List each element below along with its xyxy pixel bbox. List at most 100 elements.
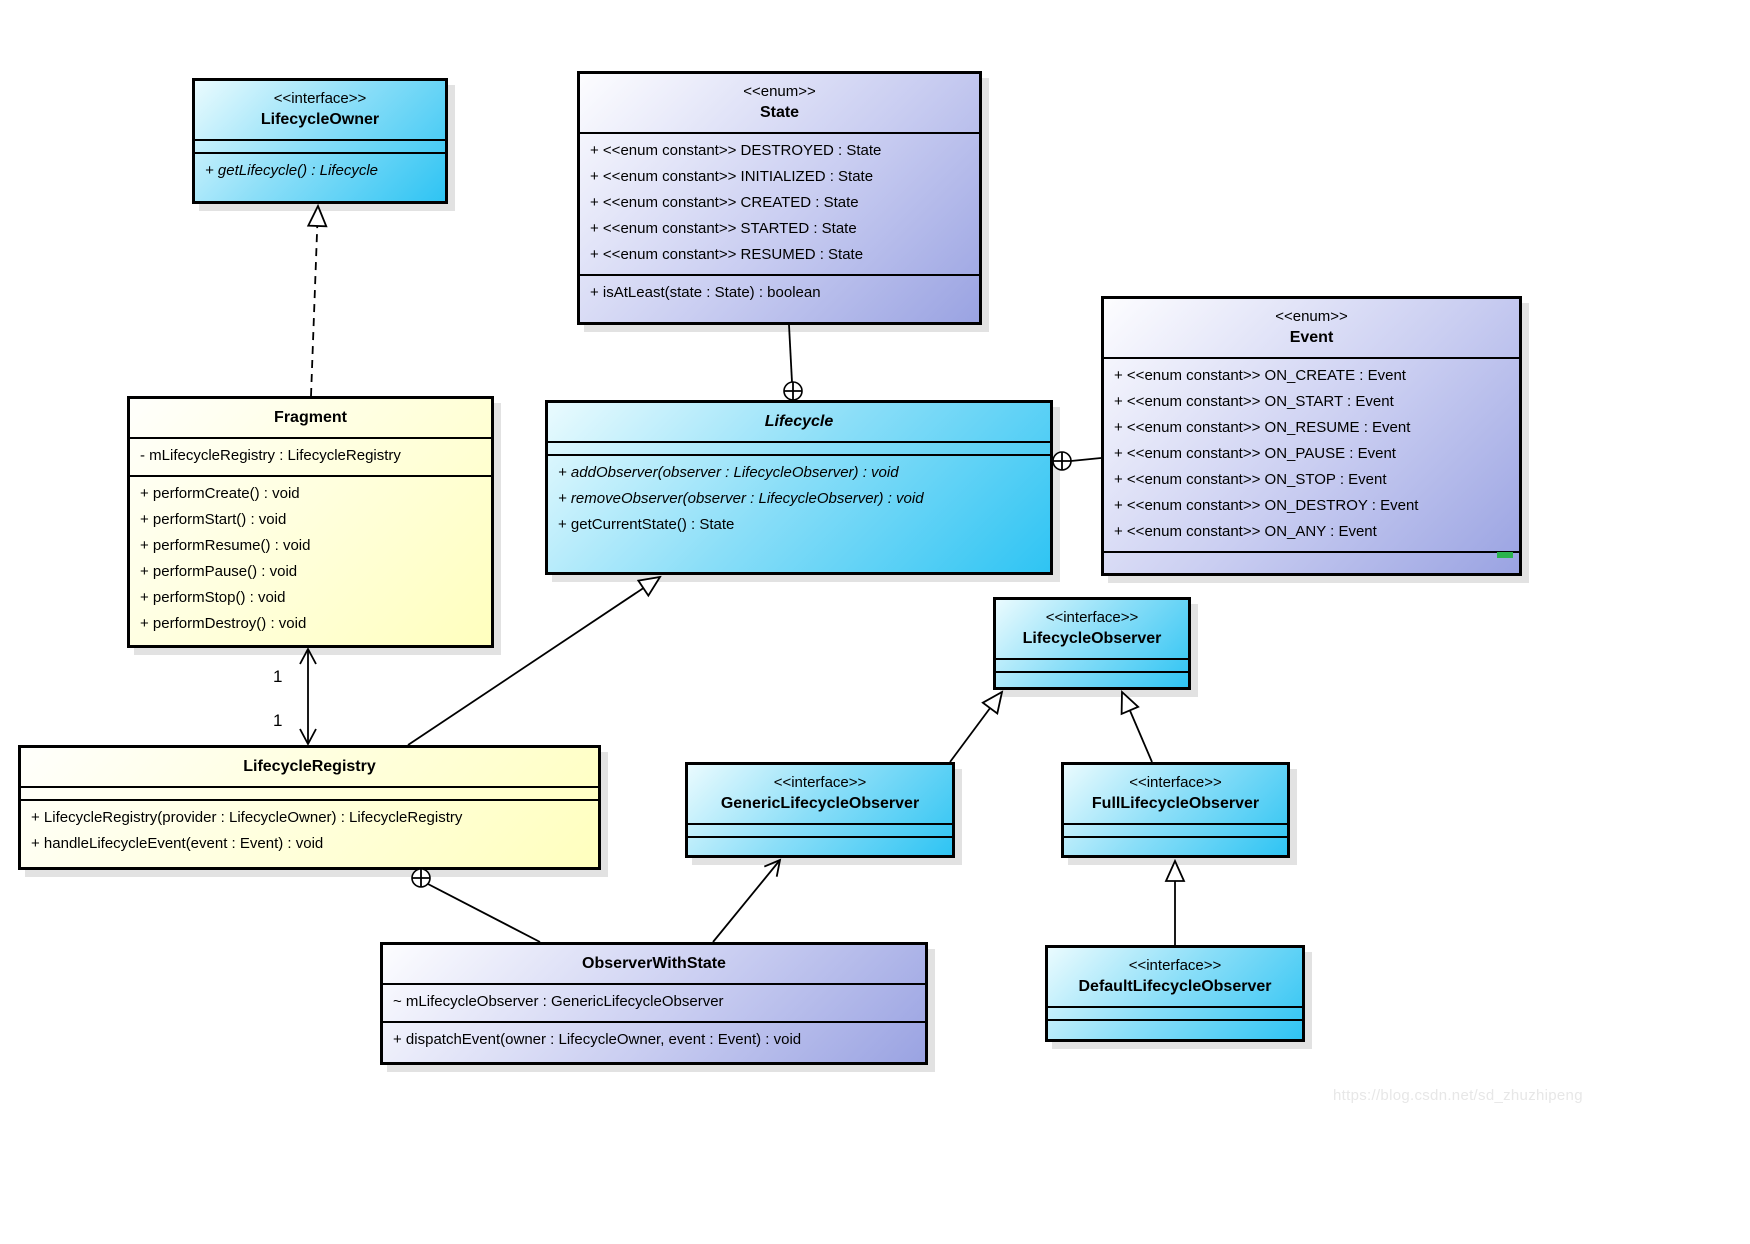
attributes-compartment: - mLifecycleRegistry : LifecycleRegistry bbox=[130, 437, 491, 475]
operation: + getLifecycle() : Lifecycle bbox=[205, 162, 378, 179]
class-box-genericlifecycleobserver: <<interface>> GenericLifecycleObserver bbox=[685, 762, 955, 858]
class-box-lifecycle: Lifecycle + addObserver(observer : Lifec… bbox=[545, 400, 1053, 575]
enum-constant: + <<enum constant>> ON_RESUME : Event bbox=[1114, 419, 1411, 436]
enum-constant: + <<enum constant>> CREATED : State bbox=[590, 194, 859, 211]
operation: + performDestroy() : void bbox=[140, 615, 307, 632]
multiplicity-label-registry-end: 1 bbox=[273, 711, 283, 730]
enum-constant: + <<enum constant>> ON_START : Event bbox=[1114, 393, 1394, 410]
class-name: FullLifecycleObserver bbox=[1091, 795, 1260, 812]
enum-constant: + <<enum constant>> ON_PAUSE : Event bbox=[1114, 445, 1396, 462]
operations-compartment: + addObserver(observer : LifecycleObserv… bbox=[548, 454, 1050, 572]
class-name: DefaultLifecycleObserver bbox=[1078, 978, 1272, 995]
class-box-state: <<enum>> State + <<enum constant>> DESTR… bbox=[577, 71, 982, 325]
operations-compartment: + LifecycleRegistry(provider : Lifecycle… bbox=[21, 799, 598, 867]
operation: + LifecycleRegistry(provider : Lifecycle… bbox=[31, 809, 463, 826]
operations-compartment: + isAtLeast(state : State) : boolean bbox=[580, 274, 979, 322]
stereotype-label: <<interface>> bbox=[1129, 774, 1222, 791]
stereotype-label: <<interface>> bbox=[1045, 609, 1139, 626]
operations-compartment: + dispatchEvent(owner : LifecycleOwner, … bbox=[383, 1021, 925, 1062]
operations-compartment bbox=[1048, 1019, 1302, 1039]
enum-constant: + <<enum constant>> DESTROYED : State bbox=[590, 142, 882, 159]
generalization-fulllifecycleobserver-to-lifecycleobserver bbox=[1122, 692, 1153, 763]
stereotype-label: <<enum>> bbox=[743, 83, 816, 100]
enum-constant: + <<enum constant>> ON_STOP : Event bbox=[1114, 471, 1387, 488]
containment-icon bbox=[783, 381, 803, 401]
class-box-fragment: Fragment - mLifecycleRegistry : Lifecycl… bbox=[127, 396, 494, 648]
attributes-compartment bbox=[1064, 823, 1287, 836]
enum-constant: + <<enum constant>> ON_DESTROY : Event bbox=[1114, 497, 1419, 514]
stereotype-label: <<enum>> bbox=[1275, 308, 1348, 325]
class-header: Fragment bbox=[130, 399, 491, 437]
attributes-compartment bbox=[1048, 1006, 1302, 1019]
class-header: <<enum>> State bbox=[580, 74, 979, 132]
association-observerwithstate-to-genericlifecycleobserver bbox=[712, 858, 782, 943]
operations-compartment bbox=[688, 836, 952, 855]
class-box-defaultlifecycleobserver: <<interface>> DefaultLifecycleObserver bbox=[1045, 945, 1305, 1042]
operation: + dispatchEvent(owner : LifecycleOwner, … bbox=[393, 1031, 802, 1048]
class-name: Lifecycle bbox=[764, 413, 834, 430]
class-box-lifecycleregistry: LifecycleRegistry + LifecycleRegistry(pr… bbox=[18, 745, 601, 870]
attributes-compartment: ~ mLifecycleObserver : GenericLifecycleO… bbox=[383, 983, 925, 1021]
class-name: LifecycleObserver bbox=[1022, 630, 1162, 647]
operation: + performResume() : void bbox=[140, 537, 311, 554]
operation: + removeObserver(observer : LifecycleObs… bbox=[558, 490, 924, 507]
operation: + handleLifecycleEvent(event : Event) : … bbox=[31, 835, 324, 852]
stereotype-label: <<interface>> bbox=[1128, 957, 1222, 974]
multiplicity-label-fragment-end: 1 bbox=[273, 667, 283, 686]
class-header: <<enum>> Event bbox=[1104, 299, 1519, 357]
operations-compartment bbox=[1104, 551, 1519, 573]
realization-fragment-to-lifecycleowner bbox=[311, 206, 318, 397]
containment-icon bbox=[1052, 451, 1072, 471]
containment-lifecycle-event bbox=[1070, 457, 1102, 462]
enum-constant: + <<enum constant>> RESUMED : State bbox=[590, 246, 864, 263]
class-box-lifecycleowner: <<interface>> LifecycleOwner + getLifecy… bbox=[192, 78, 448, 204]
enum-constant: + <<enum constant>> STARTED : State bbox=[590, 220, 857, 237]
class-name: LifecycleOwner bbox=[260, 111, 380, 128]
attributes-compartment bbox=[548, 441, 1050, 454]
containment-lifecycleregistry-observerwithstate bbox=[427, 883, 541, 943]
attributes-compartment bbox=[688, 823, 952, 836]
stereotype-label: <<interface>> bbox=[273, 90, 367, 107]
class-box-observerwithstate: ObserverWithState ~ mLifecycleObserver :… bbox=[380, 942, 928, 1065]
operation: + addObserver(observer : LifecycleObserv… bbox=[558, 464, 899, 481]
enum-constant: + <<enum constant>> INITIALIZED : State bbox=[590, 168, 874, 185]
operation: + performCreate() : void bbox=[140, 485, 300, 502]
containment-lifecycle-state bbox=[788, 324, 793, 383]
enum-constant: + <<enum constant>> ON_CREATE : Event bbox=[1114, 367, 1406, 384]
stereotype-label: <<interface>> bbox=[773, 774, 867, 791]
attributes-compartment: + <<enum constant>> ON_CREATE : Event + … bbox=[1104, 357, 1519, 551]
attributes-compartment bbox=[996, 658, 1188, 671]
class-header: ObserverWithState bbox=[383, 945, 925, 983]
attributes-compartment bbox=[21, 786, 598, 799]
containment-icon bbox=[411, 868, 431, 888]
class-name: LifecycleRegistry bbox=[243, 758, 376, 775]
attribute: - mLifecycleRegistry : LifecycleRegistry bbox=[140, 447, 401, 464]
class-name: GenericLifecycleObserver bbox=[720, 795, 920, 812]
enum-constant: + <<enum constant>> ON_ANY : Event bbox=[1114, 523, 1377, 540]
class-box-event: <<enum>> Event + <<enum constant>> ON_CR… bbox=[1101, 296, 1522, 576]
class-header: <<interface>> DefaultLifecycleObserver bbox=[1048, 948, 1302, 1006]
operations-compartment bbox=[1064, 836, 1287, 855]
attributes-compartment bbox=[195, 139, 445, 152]
class-header: LifecycleRegistry bbox=[21, 748, 598, 786]
class-header: <<interface>> LifecycleOwner bbox=[195, 81, 445, 139]
operation: + performPause() : void bbox=[140, 563, 298, 580]
operation: + isAtLeast(state : State) : boolean bbox=[590, 284, 821, 301]
operations-compartment: + performCreate() : void + performStart(… bbox=[130, 475, 491, 645]
class-name: ObserverWithState bbox=[582, 955, 726, 972]
class-header: Lifecycle bbox=[548, 403, 1050, 441]
operation: + performStart() : void bbox=[140, 511, 287, 528]
class-box-lifecycleobserver: <<interface>> LifecycleObserver bbox=[993, 597, 1191, 690]
watermark-text: https://blog.csdn.net/sd_zhuzhipeng bbox=[1333, 1087, 1583, 1104]
class-name: Fragment bbox=[274, 409, 347, 426]
operations-compartment bbox=[996, 671, 1188, 687]
class-name: Event bbox=[1289, 329, 1334, 346]
operation: + performStop() : void bbox=[140, 589, 286, 606]
attributes-compartment: + <<enum constant>> DESTROYED : State + … bbox=[580, 132, 979, 274]
operation: + getCurrentState() : State bbox=[558, 516, 735, 533]
class-header: <<interface>> GenericLifecycleObserver bbox=[688, 765, 952, 823]
attribute: ~ mLifecycleObserver : GenericLifecycleO… bbox=[393, 993, 724, 1010]
class-header: <<interface>> FullLifecycleObserver bbox=[1064, 765, 1287, 823]
class-name: State bbox=[759, 104, 800, 121]
